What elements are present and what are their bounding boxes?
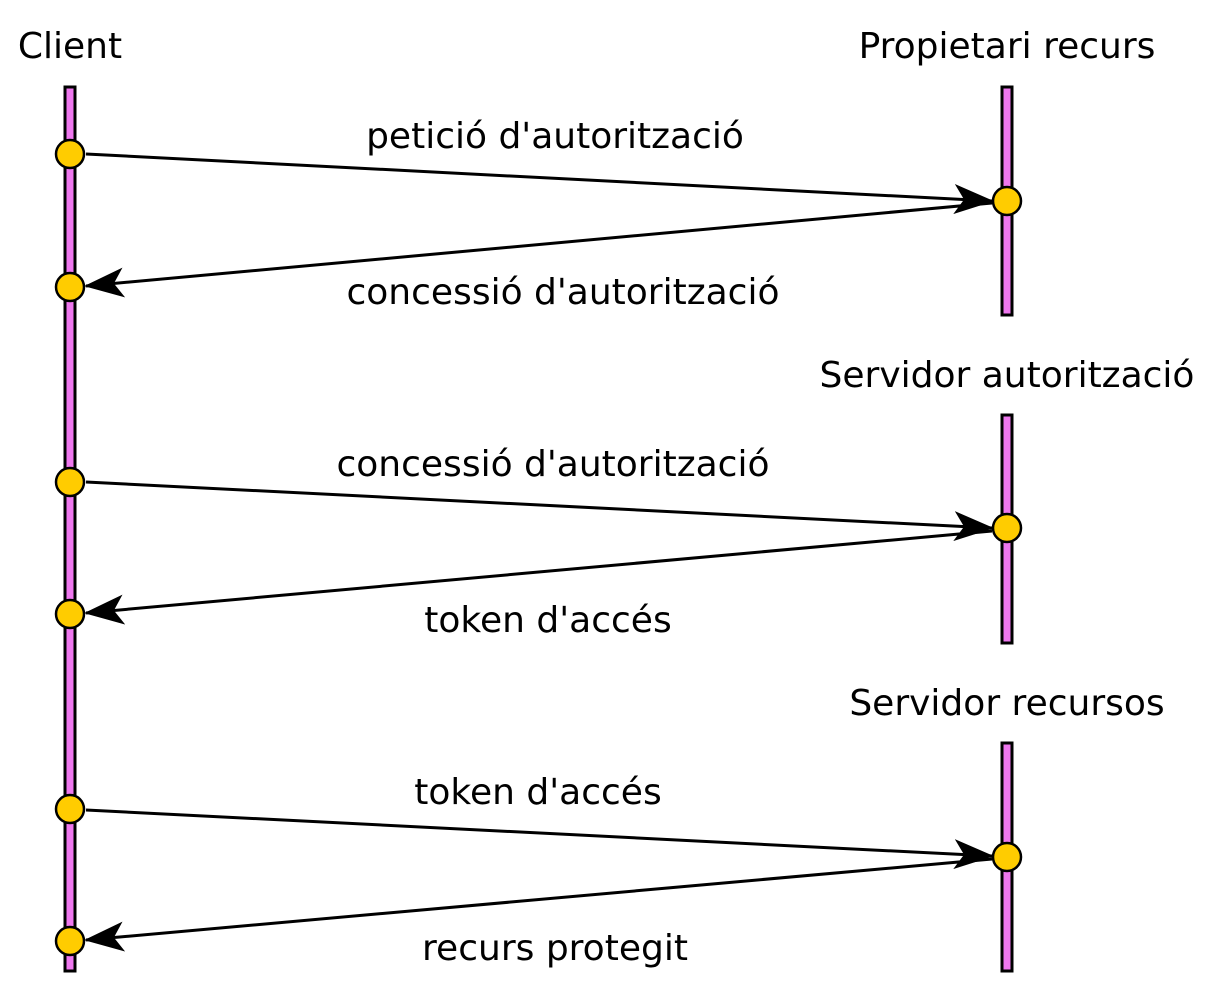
owner-node (991, 185, 1023, 217)
client-node-2 (54, 271, 86, 303)
client-node-3 (54, 466, 86, 498)
participant-owner-label: Propietari recurs (859, 26, 1156, 67)
arrow-auth-grant-send (85, 480, 994, 542)
arrow-auth-request (85, 152, 994, 215)
message-auth-grant-send-label: concessió d'autorització (336, 444, 769, 485)
arrow-access-token (84, 529, 993, 625)
client-node-5 (54, 793, 86, 825)
client-node-4 (54, 598, 86, 630)
client-node-1 (54, 138, 86, 170)
arrow-access-token-send (85, 808, 994, 870)
client-lifeline (63, 85, 77, 973)
participant-resource-server-label: Servidor recursos (849, 683, 1164, 724)
arrow-protected-resource (84, 857, 993, 952)
message-auth-grant-label: concessió d'autorització (346, 272, 779, 313)
resource-server-node (991, 841, 1023, 873)
message-protected-resource-label: recurs protegit (422, 928, 688, 969)
participant-client-label: Client (18, 26, 122, 67)
arrow-auth-grant (84, 201, 993, 298)
message-access-token-label: token d'accés (424, 600, 671, 641)
message-auth-request-label: petició d'autorització (366, 116, 744, 157)
participant-auth-server-label: Servidor autorització (820, 355, 1195, 396)
client-node-6 (54, 925, 86, 957)
message-access-token-send-label: token d'accés (414, 772, 661, 813)
auth-server-node (991, 512, 1023, 544)
